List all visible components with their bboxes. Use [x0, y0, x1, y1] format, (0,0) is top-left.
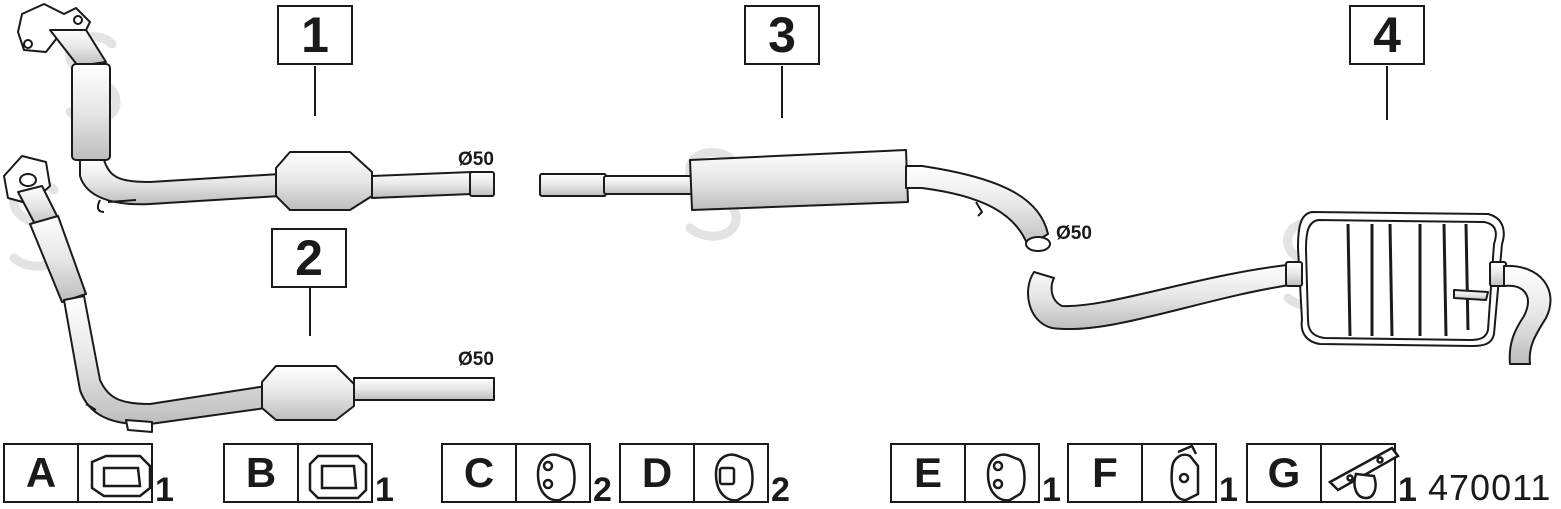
accessory-picture: [1322, 443, 1396, 503]
part-4-rear-silencer: [1027, 211, 1552, 365]
accessory-c: C 2: [441, 443, 612, 507]
accessory-letter: B: [223, 443, 299, 503]
accessory-quantity: 1: [1398, 471, 1417, 509]
accessory-d: D 2: [619, 443, 790, 507]
part-number-4: 4: [1349, 5, 1425, 65]
leader-lines: [309, 66, 1388, 336]
accessory-letter: A: [3, 443, 79, 503]
part-number-2: 2: [271, 228, 347, 288]
accessory-g: G 1: [1246, 443, 1417, 507]
accessory-picture: [966, 443, 1040, 503]
accessory-quantity: 1: [1219, 471, 1238, 509]
accessory-letter: D: [619, 443, 695, 503]
accessory-quantity: 1: [1042, 471, 1061, 509]
accessory-picture: [1143, 443, 1217, 503]
watermark: [9, 32, 1339, 311]
accessory-quantity: 2: [593, 471, 612, 509]
part-3-centre-silencer: [539, 149, 1051, 252]
part-1-front-pipe: [17, 3, 495, 213]
accessory-letter: F: [1067, 443, 1143, 503]
accessory-e: E 1: [890, 443, 1061, 507]
accessory-picture: [79, 443, 153, 503]
part-2-front-pipe: [3, 155, 495, 433]
accessory-letter: E: [890, 443, 966, 503]
accessory-letter: C: [441, 443, 517, 503]
accessory-letter: G: [1246, 443, 1322, 503]
accessory-quantity: 2: [771, 471, 790, 509]
catalog-number: 470011: [1428, 467, 1552, 508]
accessory-picture: [299, 443, 373, 503]
accessory-picture: [517, 443, 591, 503]
accessory-f: F 1: [1067, 443, 1238, 507]
accessory-b: B 1: [223, 443, 394, 507]
diameter-label-part-3: Ø50: [1056, 223, 1092, 244]
part-number-3: 3: [744, 5, 820, 65]
diameter-label-part-2: Ø50: [458, 349, 494, 370]
diameter-label-part-1: Ø50: [458, 149, 494, 170]
accessory-quantity: 1: [155, 471, 174, 509]
part-number-1: 1: [277, 5, 353, 65]
accessory-picture: [695, 443, 769, 503]
accessory-a: A 1: [3, 443, 174, 507]
accessory-quantity: 1: [375, 471, 394, 509]
